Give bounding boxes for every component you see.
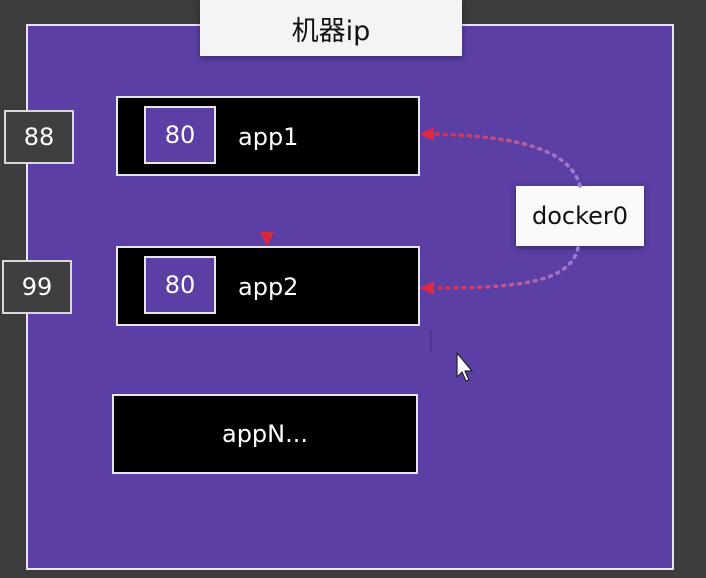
host-port-app1: 88 (4, 110, 74, 164)
machine-title: 机器ip (200, 0, 462, 56)
appn-label: appN... (221, 420, 308, 448)
arrowhead-app1-to-app2 (260, 232, 274, 246)
arrowhead-app1 (420, 127, 434, 141)
host-port-app2: 99 (2, 260, 72, 314)
arrow-docker0-to-app2 (432, 246, 580, 290)
appn-box: appN... (112, 394, 418, 474)
app1-label: app1 (238, 123, 299, 151)
arrow-docker0-to-app1 (430, 132, 582, 188)
container-port-app2: 80 (144, 256, 216, 314)
app2-box: 80 app2 (116, 246, 420, 326)
mouse-cursor-icon (456, 352, 473, 382)
docker0-bridge: docker0 (516, 186, 644, 246)
arrowhead-app2 (420, 281, 434, 295)
container-port-app1: 80 (144, 106, 216, 164)
app2-label: app2 (238, 273, 299, 301)
